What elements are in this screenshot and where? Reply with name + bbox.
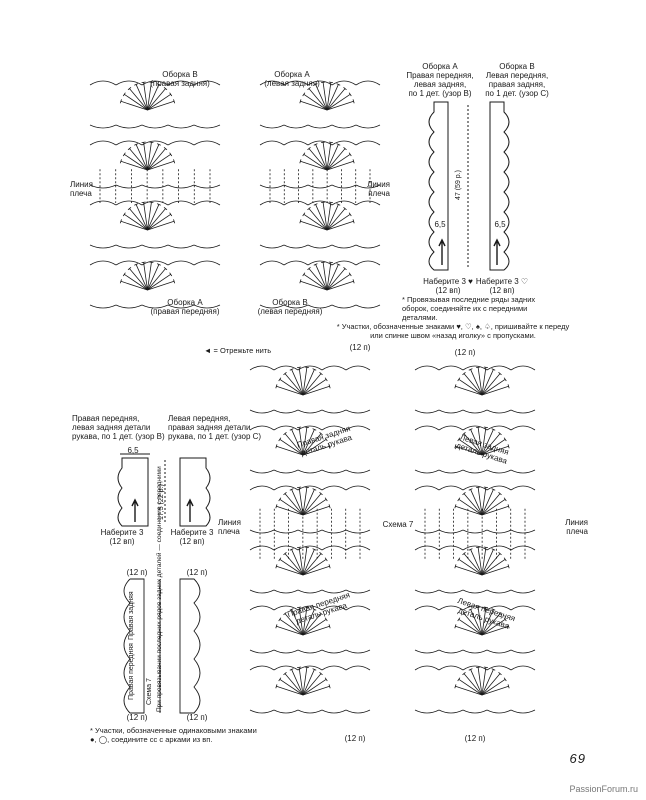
label-sleeve-cast-left: Наберите 3 (12 вп) [100, 528, 144, 546]
label-width-b: 6,5 [494, 220, 506, 229]
mini-vertical-note: При провязывании последних рядов задних … [156, 466, 163, 712]
mini-label-front: Правая передняя [128, 643, 135, 700]
label-cast-on-a: Наберите 3 ♥ (12 вп) [423, 277, 473, 295]
label-shoulder-center: Линия плеча [218, 518, 241, 536]
crochet-chart-top-middle [259, 80, 381, 309]
mini-bottom-left-chain: (12 п) [126, 713, 148, 722]
mini-label-scheme: Схема 7 [146, 678, 153, 705]
watermark-text: PassionForum.ru [569, 784, 638, 794]
crochet-chart-sleeve-right [414, 365, 536, 714]
crochet-chart-sleeve-center [249, 365, 371, 714]
center-bottom-chain: (12 п) [344, 734, 366, 743]
label-frill-b-right-back: Оборка В (правая задняя) [150, 70, 210, 88]
label-height-47: 47 (59 р.) [455, 170, 462, 200]
label-scheme-7: Схема 7 [382, 520, 414, 529]
page-number: 69 [569, 751, 586, 766]
label-frill-a-right-front: Оборка А (правая передняя) [150, 298, 220, 316]
mini-bottom-right-chain: (12 п) [186, 713, 208, 722]
sleeve-schematic-shapes [117, 453, 211, 527]
label-sleeve-width: 6,5 [127, 446, 139, 455]
note-same-marks: * Участки, обозначенные одинаковыми знак… [90, 726, 257, 744]
right-bottom-chain: (12 п) [464, 734, 486, 743]
mini-label-back: Правая задняя [128, 591, 135, 640]
legend-cut-yarn: ◄ = Отрежьте нить [204, 346, 272, 355]
right-top-chain: (12 п) [454, 348, 476, 357]
mini-top-left-chain: (12 п) [126, 568, 148, 577]
label-sleeve-left-title: Правая передняя, левая задняя детали рук… [72, 414, 165, 441]
label-width-a: 6,5 [434, 220, 446, 229]
note-join-frills: * Провязывая последние ряды задних оборо… [402, 295, 536, 322]
note-sew-marks: * Участки, обозначенные знаками ♥, ♡, ♠,… [336, 322, 570, 340]
frill-schematic-shapes [428, 101, 510, 271]
label-frill-b-schematic: Оборка В Левая передняя, правая задняя, … [485, 62, 549, 98]
label-shoulder-right: Линия плеча [565, 518, 588, 536]
mini-top-right-chain: (12 п) [186, 568, 208, 577]
label-cast-on-b: Наберите 3 ♡ (12 вп) [475, 277, 529, 295]
label-sleeve-cast-right: Наберите 3 (12 вп) [170, 528, 214, 546]
crochet-chart-top-left [89, 80, 221, 309]
label-frill-a-left-back: Оборка А (левая задняя) [264, 70, 320, 88]
center-top-chain: (12 п) [349, 343, 371, 352]
mini-scheme-7 [123, 578, 201, 714]
label-frill-a-schematic: Оборка А Правая передняя, левая задняя, … [406, 62, 474, 98]
label-frill-b-left-front: Оборка В (левая передняя) [257, 298, 323, 316]
label-sleeve-right-title: Левая передняя, правая задняя детали рук… [168, 414, 262, 441]
label-shoulder-line-1: Линия плеча [70, 180, 93, 198]
label-shoulder-line-2: Линия плеча [367, 180, 390, 198]
